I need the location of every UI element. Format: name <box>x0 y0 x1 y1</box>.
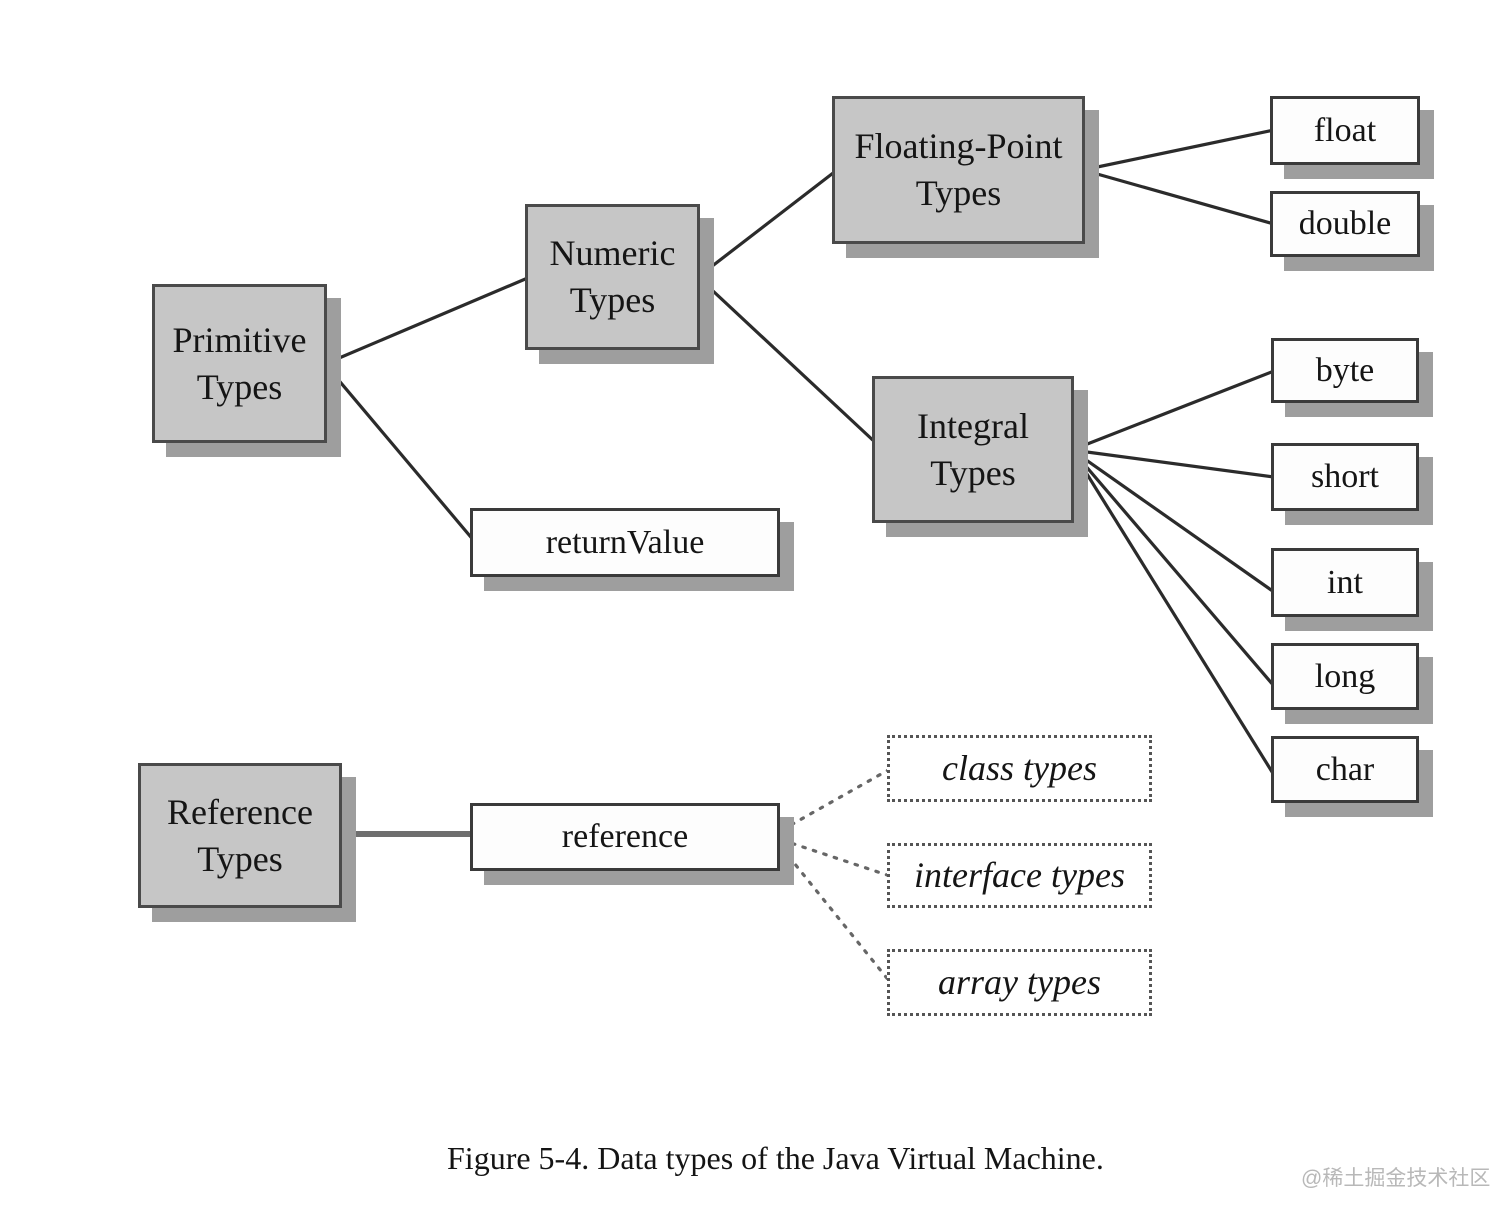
node-label: interface types <box>914 854 1125 895</box>
edge-floating-double <box>1082 168 1275 226</box>
node-float: float <box>1270 96 1420 165</box>
node-long: long <box>1271 643 1419 710</box>
node-label: char <box>1315 750 1375 788</box>
node-label: short <box>1311 458 1379 496</box>
node-double: double <box>1270 191 1420 257</box>
node-array-types: array types <box>887 949 1152 1016</box>
edge-reference-arraytypes <box>780 846 892 984</box>
edge-integral-char <box>1070 449 1276 776</box>
figure-caption: Figure 5-4. Data types of the Java Virtu… <box>447 1140 1104 1176</box>
node-reference: reference <box>470 803 780 871</box>
node-label: Numeric Types <box>549 233 676 320</box>
node-return-value: returnValue <box>470 508 780 577</box>
node-label: double <box>1298 205 1392 243</box>
edge-integral-int <box>1071 448 1275 594</box>
node-label: reference <box>561 818 689 856</box>
node-label: Reference Types <box>167 791 313 879</box>
edge-primitive-returnvalue <box>323 362 477 544</box>
node-label: Primitive Types <box>172 319 307 407</box>
node-interface-types: interface types <box>887 843 1152 908</box>
node-label: float <box>1313 111 1377 149</box>
node-short: short <box>1271 443 1419 511</box>
node-floating-point-types: Floating-Point Types <box>832 96 1085 244</box>
edge-integral-long <box>1070 448 1276 688</box>
watermark: @稀土掘金技术社区 <box>1301 1167 1491 1190</box>
node-int: int <box>1271 548 1419 617</box>
node-label: Floating-Point Types <box>854 126 1063 213</box>
edge-integral-short <box>1071 448 1275 479</box>
node-primitive-types: Primitive Types <box>152 284 327 443</box>
node-integral-types: Integral Types <box>872 376 1074 523</box>
edge-numeric-floating <box>697 168 838 279</box>
edge-floating-float <box>1082 128 1275 172</box>
node-byte: byte <box>1271 338 1419 403</box>
edge-integral-byte <box>1071 369 1275 452</box>
node-label: byte <box>1315 351 1375 389</box>
node-class-types: class types <box>887 735 1152 802</box>
edge-numeric-integral <box>696 275 879 446</box>
node-numeric-types: Numeric Types <box>525 204 700 350</box>
edge-reference-interfacetypes <box>780 838 892 878</box>
edge-reference-classtypes <box>780 767 892 832</box>
edge-primitive-numeric <box>324 275 531 366</box>
node-label: returnValue <box>545 523 705 561</box>
node-label: int <box>1327 563 1363 601</box>
node-reference-types: Reference Types <box>138 763 342 908</box>
node-label: Integral Types <box>917 405 1029 493</box>
node-label: class types <box>942 747 1097 788</box>
node-label: long <box>1314 657 1376 695</box>
node-char: char <box>1271 736 1419 803</box>
node-label: array types <box>938 961 1101 1002</box>
